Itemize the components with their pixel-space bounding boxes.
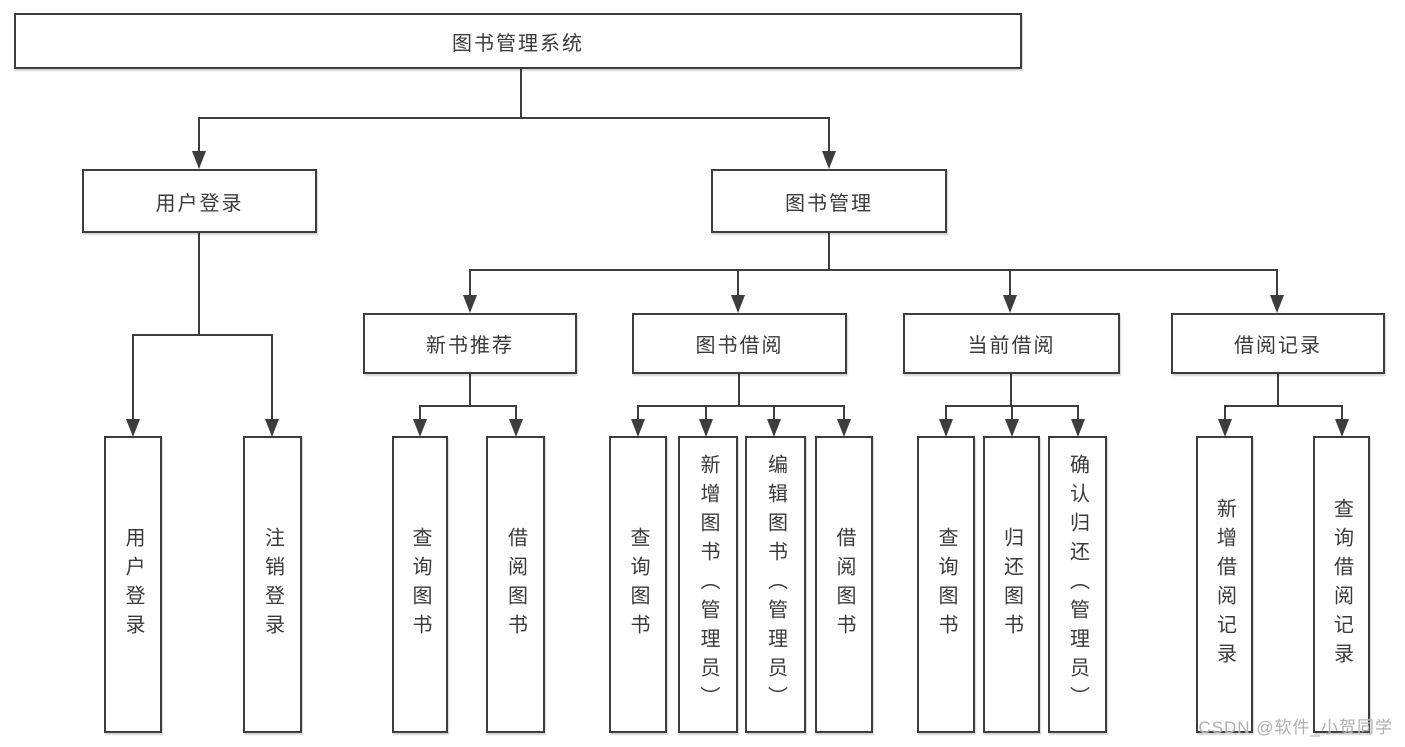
leaf-query-books-current: 查询图书 — [917, 436, 975, 733]
node-current-borrowing-label: 当前借阅 — [967, 335, 1056, 357]
leaf-edit-book-admin: 编辑图书（管理员） — [745, 436, 806, 733]
node-root: 图书管理系统 — [14, 13, 1022, 69]
leaf-edit-book-admin-label: 编辑图书（管理员） — [764, 454, 787, 715]
node-book-borrowing: 图书借阅 — [632, 313, 847, 374]
leaf-user-login: 用户登录 — [104, 436, 162, 733]
node-book-management-label: 图书管理 — [785, 192, 873, 215]
leaf-logout: 注销登录 — [243, 436, 302, 733]
node-new-book-recommend-label: 新书推荐 — [426, 335, 514, 357]
leaf-query-books-borrowing: 查询图书 — [609, 436, 667, 733]
leaf-borrow-books-borrowing: 借阅图书 — [815, 436, 873, 733]
leaf-confirm-return-admin-label: 确认归还（管理员） — [1066, 454, 1089, 715]
node-book-management: 图书管理 — [711, 169, 947, 233]
leaf-borrow-books-recommend-label: 借阅图书 — [504, 526, 527, 643]
node-book-borrowing-label: 图书借阅 — [695, 335, 784, 357]
leaf-borrow-books-recommend: 借阅图书 — [486, 436, 545, 733]
node-new-book-recommend: 新书推荐 — [363, 313, 577, 374]
node-root-label: 图书管理系统 — [452, 32, 584, 55]
leaf-user-login-label: 用户登录 — [122, 526, 144, 643]
leaf-add-borrow-record: 新增借阅记录 — [1196, 436, 1253, 733]
leaf-return-books: 归还图书 — [983, 436, 1040, 733]
leaf-query-books-current-label: 查询图书 — [935, 526, 957, 643]
leaf-confirm-return-admin: 确认归还（管理员） — [1048, 436, 1107, 733]
leaf-query-books-recommend: 查询图书 — [392, 436, 448, 733]
leaf-query-borrow-record: 查询借阅记录 — [1313, 436, 1370, 733]
leaf-add-book-admin: 新增图书（管理员） — [678, 436, 738, 733]
leaf-borrow-books-borrowing-label: 借阅图书 — [833, 526, 855, 643]
node-borrow-records-label: 借阅记录 — [1234, 335, 1322, 357]
leaf-query-books-borrowing-label: 查询图书 — [627, 526, 649, 643]
leaf-add-borrow-record-label: 新增借阅记录 — [1213, 497, 1236, 672]
leaf-query-books-recommend-label: 查询图书 — [409, 526, 431, 643]
csdn-watermark: CSDN @软件_小贺同学 — [1198, 718, 1393, 737]
leaf-logout-label: 注销登录 — [261, 526, 284, 643]
node-borrow-records: 借阅记录 — [1171, 313, 1385, 374]
node-current-borrowing: 当前借阅 — [903, 313, 1120, 374]
node-user-login-module-label: 用户登录 — [155, 192, 244, 215]
node-user-login-module: 用户登录 — [82, 169, 317, 233]
leaf-return-books-label: 归还图书 — [1000, 526, 1023, 643]
leaf-query-borrow-record-label: 查询借阅记录 — [1330, 497, 1353, 672]
leaf-add-book-admin-label: 新增图书（管理员） — [697, 454, 719, 715]
